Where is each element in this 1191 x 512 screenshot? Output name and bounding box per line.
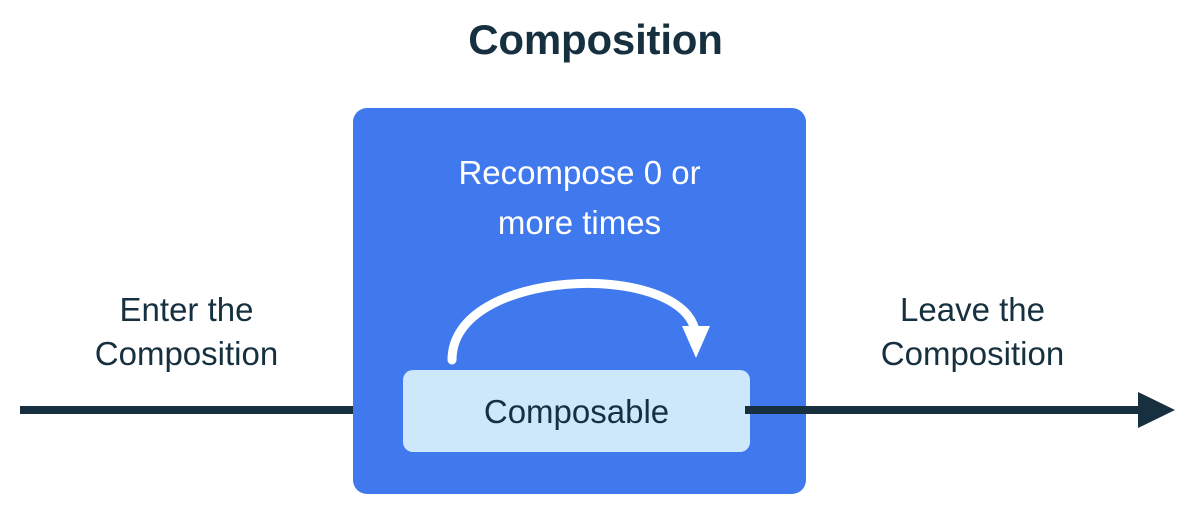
leave-arrow-icon bbox=[745, 392, 1175, 428]
enter-arrow-icon bbox=[20, 392, 410, 428]
recompose-arrow-icon bbox=[447, 278, 710, 365]
leave-composition-caption: Leave the Composition bbox=[880, 291, 1065, 372]
recompose-label: Recompose 0 or more times bbox=[458, 154, 701, 241]
composable-node-label: Composable bbox=[483, 392, 670, 430]
enter-composition-caption: Enter the Composition bbox=[94, 291, 279, 372]
composable-node[interactable]: Composable bbox=[403, 370, 750, 452]
page-title: Composition bbox=[468, 16, 723, 63]
